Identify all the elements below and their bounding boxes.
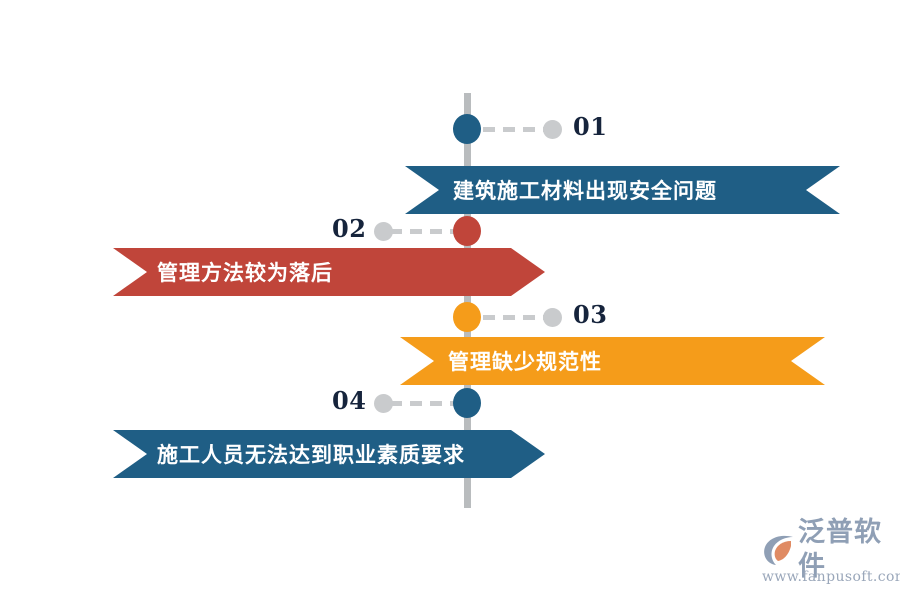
step-number-01: 01 <box>573 112 608 141</box>
banner-step-02[interactable]: 管理方法较为落后 <box>113 248 545 296</box>
endpoint-dot-03 <box>543 308 562 327</box>
dashed-connector-04 <box>390 401 456 406</box>
connector-row-02: 02 <box>332 214 492 246</box>
banner-label-04: 施工人员无法达到职业素质要求 <box>157 443 465 467</box>
step-number-03: 03 <box>573 300 608 329</box>
brand-row: 泛普软件 <box>762 517 894 582</box>
dashed-connector-01 <box>483 127 545 132</box>
timeline-node-01[interactable] <box>453 114 481 144</box>
timeline-node-02[interactable] <box>453 216 481 246</box>
step-number-02: 02 <box>332 214 367 243</box>
banner-label-02: 管理方法较为落后 <box>157 261 333 285</box>
timeline-node-03[interactable] <box>453 302 481 332</box>
endpoint-dot-02 <box>374 222 393 241</box>
brand-watermark: 泛普软件 www.fanpusoft.com <box>762 517 900 588</box>
connector-row-01: 01 <box>453 112 613 144</box>
endpoint-dot-04 <box>374 394 393 413</box>
connector-row-03: 03 <box>453 300 613 332</box>
banner-step-03[interactable]: 管理缺少规范性 <box>400 337 825 385</box>
timeline-node-04[interactable] <box>453 388 481 418</box>
banner-label-01: 建筑施工材料出现安全问题 <box>453 179 717 203</box>
fanpu-swoosh-icon <box>764 535 793 565</box>
connector-row-04: 04 <box>332 386 492 418</box>
banner-label-03: 管理缺少规范性 <box>448 350 602 374</box>
dashed-connector-03 <box>483 315 545 320</box>
step-number-04: 04 <box>332 386 367 415</box>
brand-url: www.fanpusoft.com <box>762 569 900 585</box>
endpoint-dot-01 <box>543 120 562 139</box>
banner-step-01[interactable]: 建筑施工材料出现安全问题 <box>405 166 840 214</box>
dashed-connector-02 <box>390 229 456 234</box>
banner-step-04[interactable]: 施工人员无法达到职业素质要求 <box>113 430 545 478</box>
brand-name: 泛普软件 <box>798 517 882 582</box>
timeline-spine <box>464 93 471 508</box>
